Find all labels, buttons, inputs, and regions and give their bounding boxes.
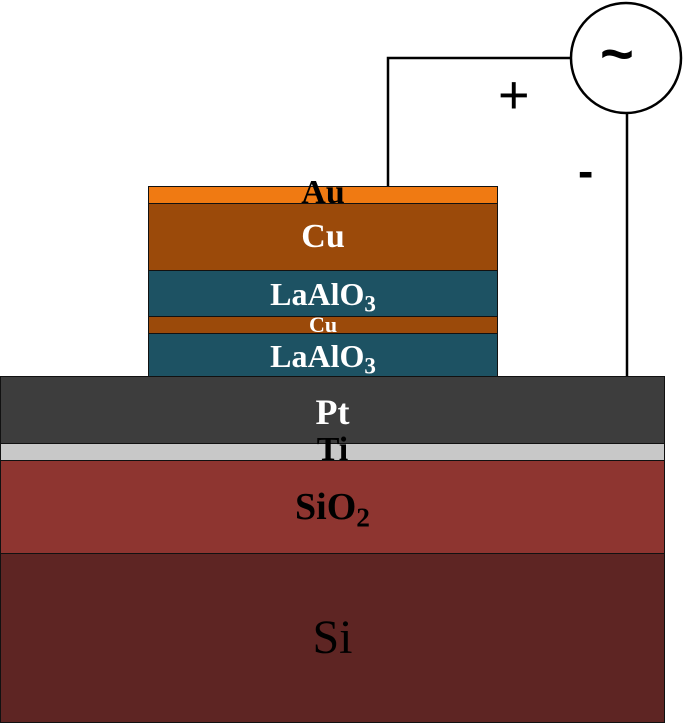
- ac-source-symbol: ~: [600, 22, 634, 87]
- cu-mid-layer: Cu: [148, 312, 498, 337]
- cu-top-label: Cu: [301, 218, 345, 255]
- cu-top-layer: Cu: [148, 203, 498, 271]
- minus-sign: -: [578, 145, 594, 197]
- au-label: Au: [301, 174, 345, 211]
- sio2-label: SiO2: [295, 486, 370, 533]
- sio2-layer: SiO2: [0, 460, 665, 554]
- plus-sign: +: [498, 65, 530, 125]
- ti-label: Ti: [316, 431, 349, 468]
- cu-mid-label: Cu: [308, 312, 338, 337]
- ac-source-icon: [569, 1, 683, 115]
- ti-layer: Ti: [0, 433, 665, 467]
- laalo3-bottom-label: LaAlO3: [270, 337, 376, 378]
- pt-layer: Pt: [0, 376, 665, 444]
- si-layer: Si: [0, 553, 665, 723]
- pt-label: Pt: [315, 392, 350, 432]
- laalo3-bottom-layer: LaAlO3: [148, 333, 498, 378]
- si-label: Si: [312, 611, 353, 664]
- laalo3-top-layer: LaAlO3: [148, 270, 498, 317]
- positive-wire: [386, 56, 572, 186]
- laalo3-top-label: LaAlO3: [270, 275, 376, 316]
- au-layer: Au: [148, 176, 498, 210]
